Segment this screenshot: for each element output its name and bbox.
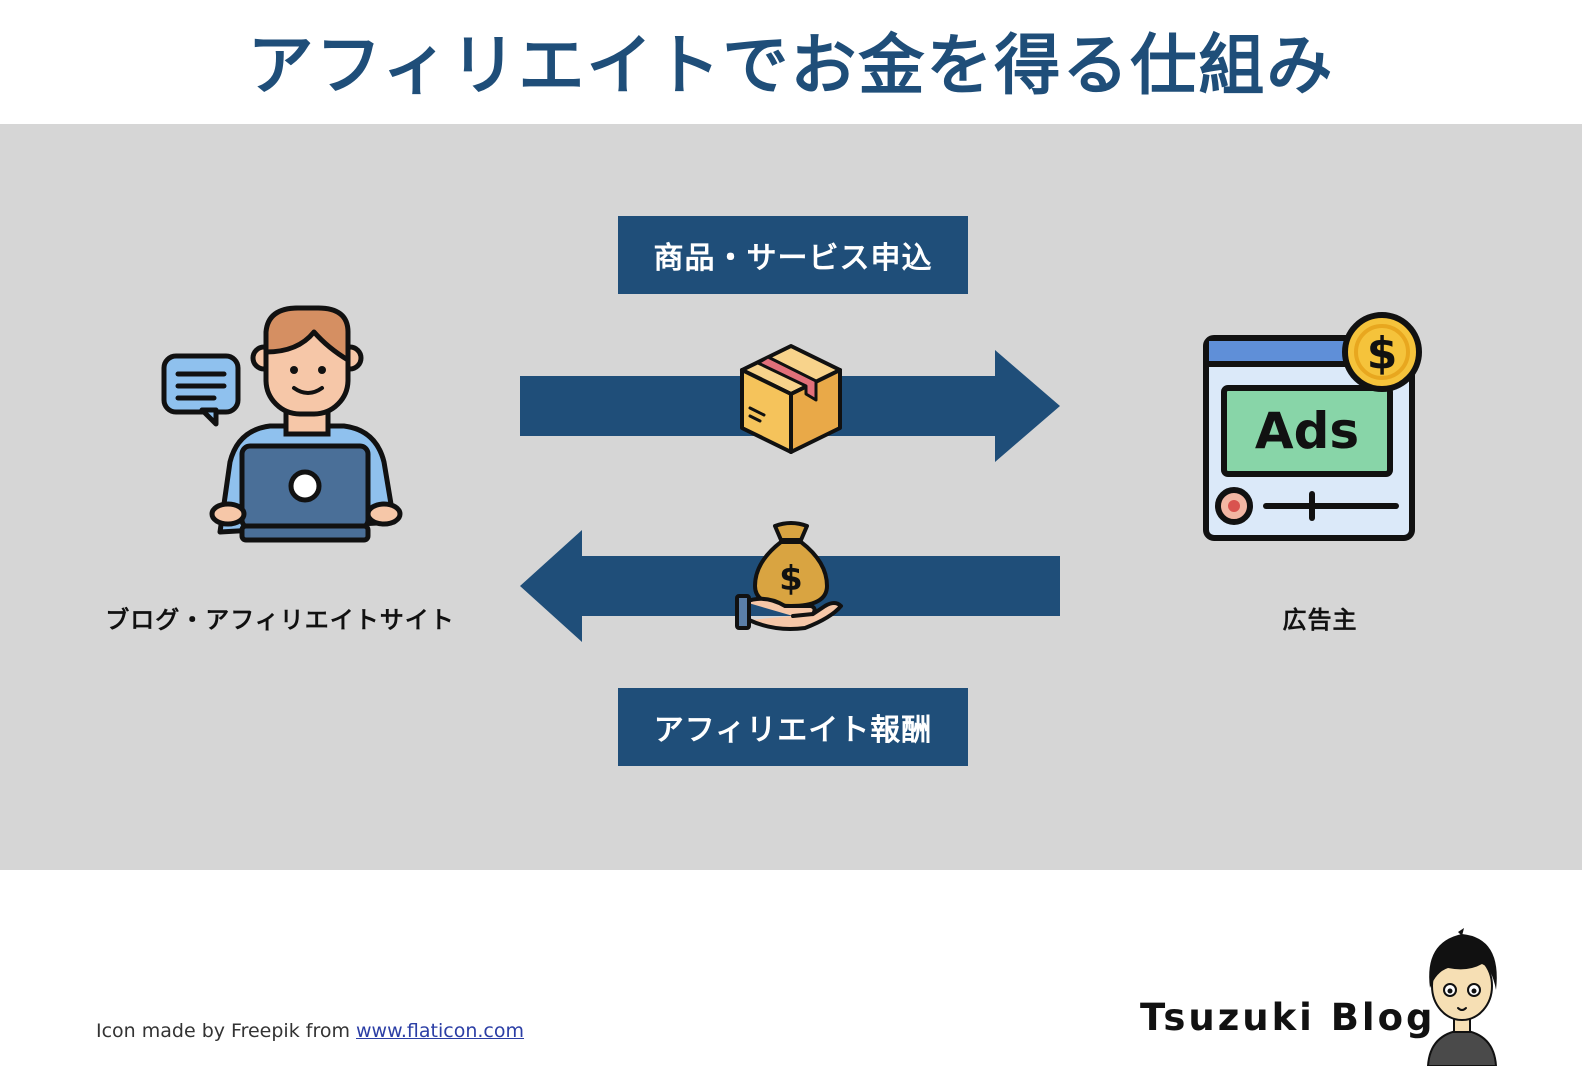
money-bag-dollar: $: [779, 559, 803, 599]
ads-text: Ads: [1255, 402, 1359, 460]
credit-author: Freepik: [231, 1020, 300, 1042]
ads-browser-icon: Ads $: [1203, 312, 1422, 541]
blogger-avatar: [1426, 928, 1498, 1066]
coin-dollar: $: [1367, 328, 1398, 379]
blog-site-label: ブログ・アフィリエイトサイト: [105, 606, 455, 634]
advertiser-label: 広告主: [1282, 606, 1358, 634]
icon-credit: Icon made by Freepik from www.flaticon.c…: [96, 1020, 524, 1042]
page-title: アフィリエイトでお金を得る仕組み: [247, 27, 1335, 104]
blogger-laptop-icon: [161, 305, 403, 543]
reward-label: アフィリエイト報酬: [618, 688, 968, 766]
flaticon-link[interactable]: www.flaticon.com: [356, 1020, 525, 1042]
blog-name: Tsuzuki Blog: [1140, 996, 1436, 1039]
money-bag-hand-icon: $: [735, 521, 843, 631]
credit-prefix: Icon made by: [96, 1020, 232, 1042]
application-label: 商品・サービス申込: [618, 216, 968, 294]
credit-middle: from: [299, 1020, 357, 1042]
cardboard-box-icon: [740, 344, 842, 454]
